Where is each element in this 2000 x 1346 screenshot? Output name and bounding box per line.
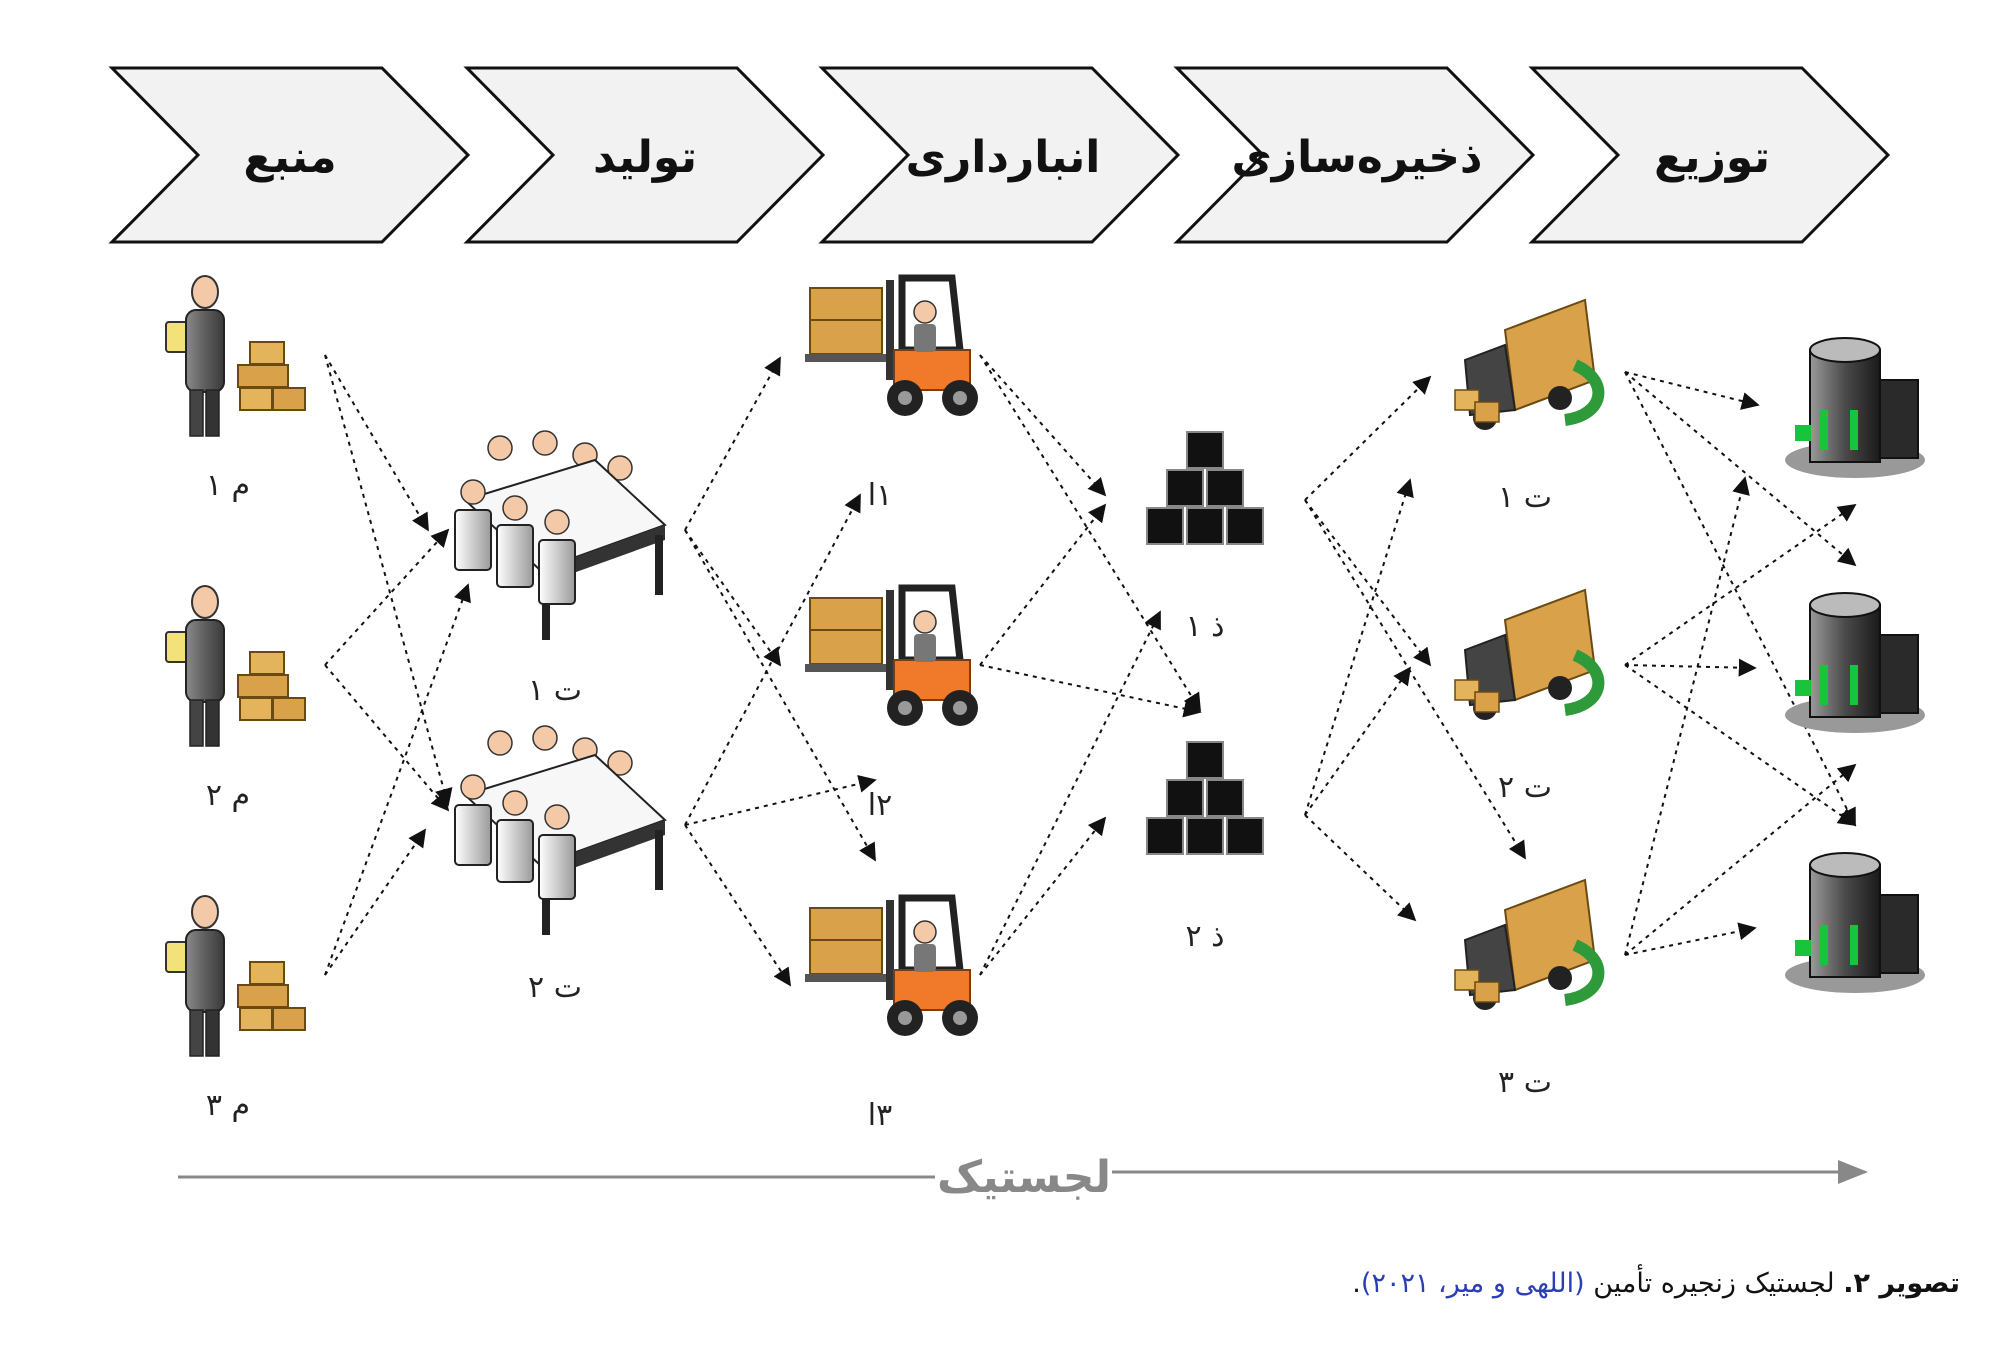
forklift-icon [805,894,978,1036]
customer-icon-3 [1785,852,1925,993]
flow-arrow [324,354,453,807]
office-building-icon [1785,337,1925,478]
supplier-label-3: م ۳ [206,1088,250,1123]
flow-arrow [684,824,791,987]
stage-chevron-warehousing: انبارداری [818,66,1181,244]
storage-icon-1 [1146,431,1264,545]
supplier-icon-1 [165,275,306,437]
flow-arrow [1624,664,1857,827]
distributor-label-2: ت ۲ [1498,770,1552,805]
forklift-icon [805,584,978,726]
person-with-boxes-icon [165,275,306,437]
figure-caption-text: لجستیک زنجیره تأمین [1584,1268,1844,1299]
flow-arrow [1624,371,1760,410]
stage-label-source: منبع [243,132,336,183]
flow-arrow [1304,499,1432,667]
customer-icon-2 [1785,592,1925,733]
flow-arrow [979,664,1202,718]
flow-arrow [1624,503,1857,666]
office-building-icon [1785,592,1925,733]
logistics-axis: لجستیک [178,1152,1868,1203]
flow-arrow [979,354,1201,712]
stacked-crates-icon [1146,741,1264,855]
supplier-icon-2 [165,585,306,747]
stage-label-production: تولید [593,132,697,183]
flow-arrow [1624,658,1757,677]
distributor-label-1: ت ۱ [1498,480,1552,515]
figure-caption-end: . [1352,1268,1361,1299]
supplier-label-2: م ۲ [206,778,250,813]
delivery-truck-icon [1454,878,1605,1010]
flow-arrow [324,583,471,976]
factory-icon-1 [454,430,667,640]
stage-label-warehousing: انبارداری [906,132,1101,183]
figure-citation-link[interactable]: (اللهی و میر، ۲۰۲۱) [1360,1268,1585,1299]
supplier-label-1: م ۱ [206,468,250,503]
distributor-icon-1 [1454,298,1605,430]
delivery-truck-icon [1454,588,1605,720]
flow-arrow [324,828,427,976]
flow-arrow [684,529,876,862]
flow-arrow [1624,476,1750,956]
stacked-crates-icon [1146,431,1264,545]
warehouse-icon-3 [805,894,978,1036]
logistics-axis-label: لجستیک [937,1152,1111,1203]
warehouse-label-2: ۲ا [868,788,892,823]
flow-arrow [979,610,1161,976]
flow-arrow [1304,666,1412,816]
customer-icon-1 [1785,337,1925,478]
flow-arrow [1304,478,1414,816]
flow-arrow [1624,371,1856,827]
flow-arrow [1304,499,1526,860]
stage-chevron-source: منبع [108,66,471,244]
factory-label-1: ت ۱ [528,673,582,708]
meeting-table-icon [454,725,667,935]
figure-caption: تصویر ۲. لجستیک زنجیره تأمین (اللهی و می… [1352,1268,1960,1299]
storage-label-2: ذ ۲ [1185,919,1224,954]
warehouse-label-1: ۱ا [868,478,892,513]
warehouse-icon-2 [805,584,978,726]
factory-label-2: ت ۲ [528,970,582,1005]
flow-arrow [684,356,781,531]
flow-arrow [979,816,1107,976]
warehouse-icon-1 [805,274,978,416]
flow-arrow [979,354,1107,497]
storage-label-1: ذ ۱ [1185,609,1224,644]
distributor-icon-2 [1454,588,1605,720]
flow-arrow [324,354,429,532]
supplier-icon-3 [165,895,306,1057]
stage-label-distribution: توزیع [1654,132,1770,183]
flow-arrows [324,354,1857,987]
flow-arrow [1304,375,1432,501]
office-building-icon [1785,852,1925,993]
storage-icon-2 [1146,741,1264,855]
distributor-icon-3 [1454,878,1605,1010]
flow-arrow [1304,814,1417,922]
delivery-truck-icon [1454,298,1605,430]
warehouse-label-3: ۳ا [868,1098,892,1133]
stage-label-storage: ذخیره‌سازی [1231,132,1482,183]
forklift-icon [805,274,978,416]
stage-chevron-distribution: توزیع [1528,66,1891,244]
person-with-boxes-icon [165,895,306,1057]
flow-arrow [684,774,877,826]
flow-arrow [979,503,1107,666]
figure-number: تصویر ۲. [1843,1268,1960,1299]
stage-chevron-production: تولید [463,66,826,244]
flow-arrow [684,529,782,667]
distributor-label-3: ت ۳ [1498,1065,1552,1100]
flow-arrow [1624,922,1757,956]
person-with-boxes-icon [165,585,306,747]
meeting-table-icon [454,430,667,640]
factory-icon-2 [454,725,667,935]
stage-chevron-storage: ذخیره‌سازی [1173,66,1536,244]
flow-arrow [324,528,450,666]
